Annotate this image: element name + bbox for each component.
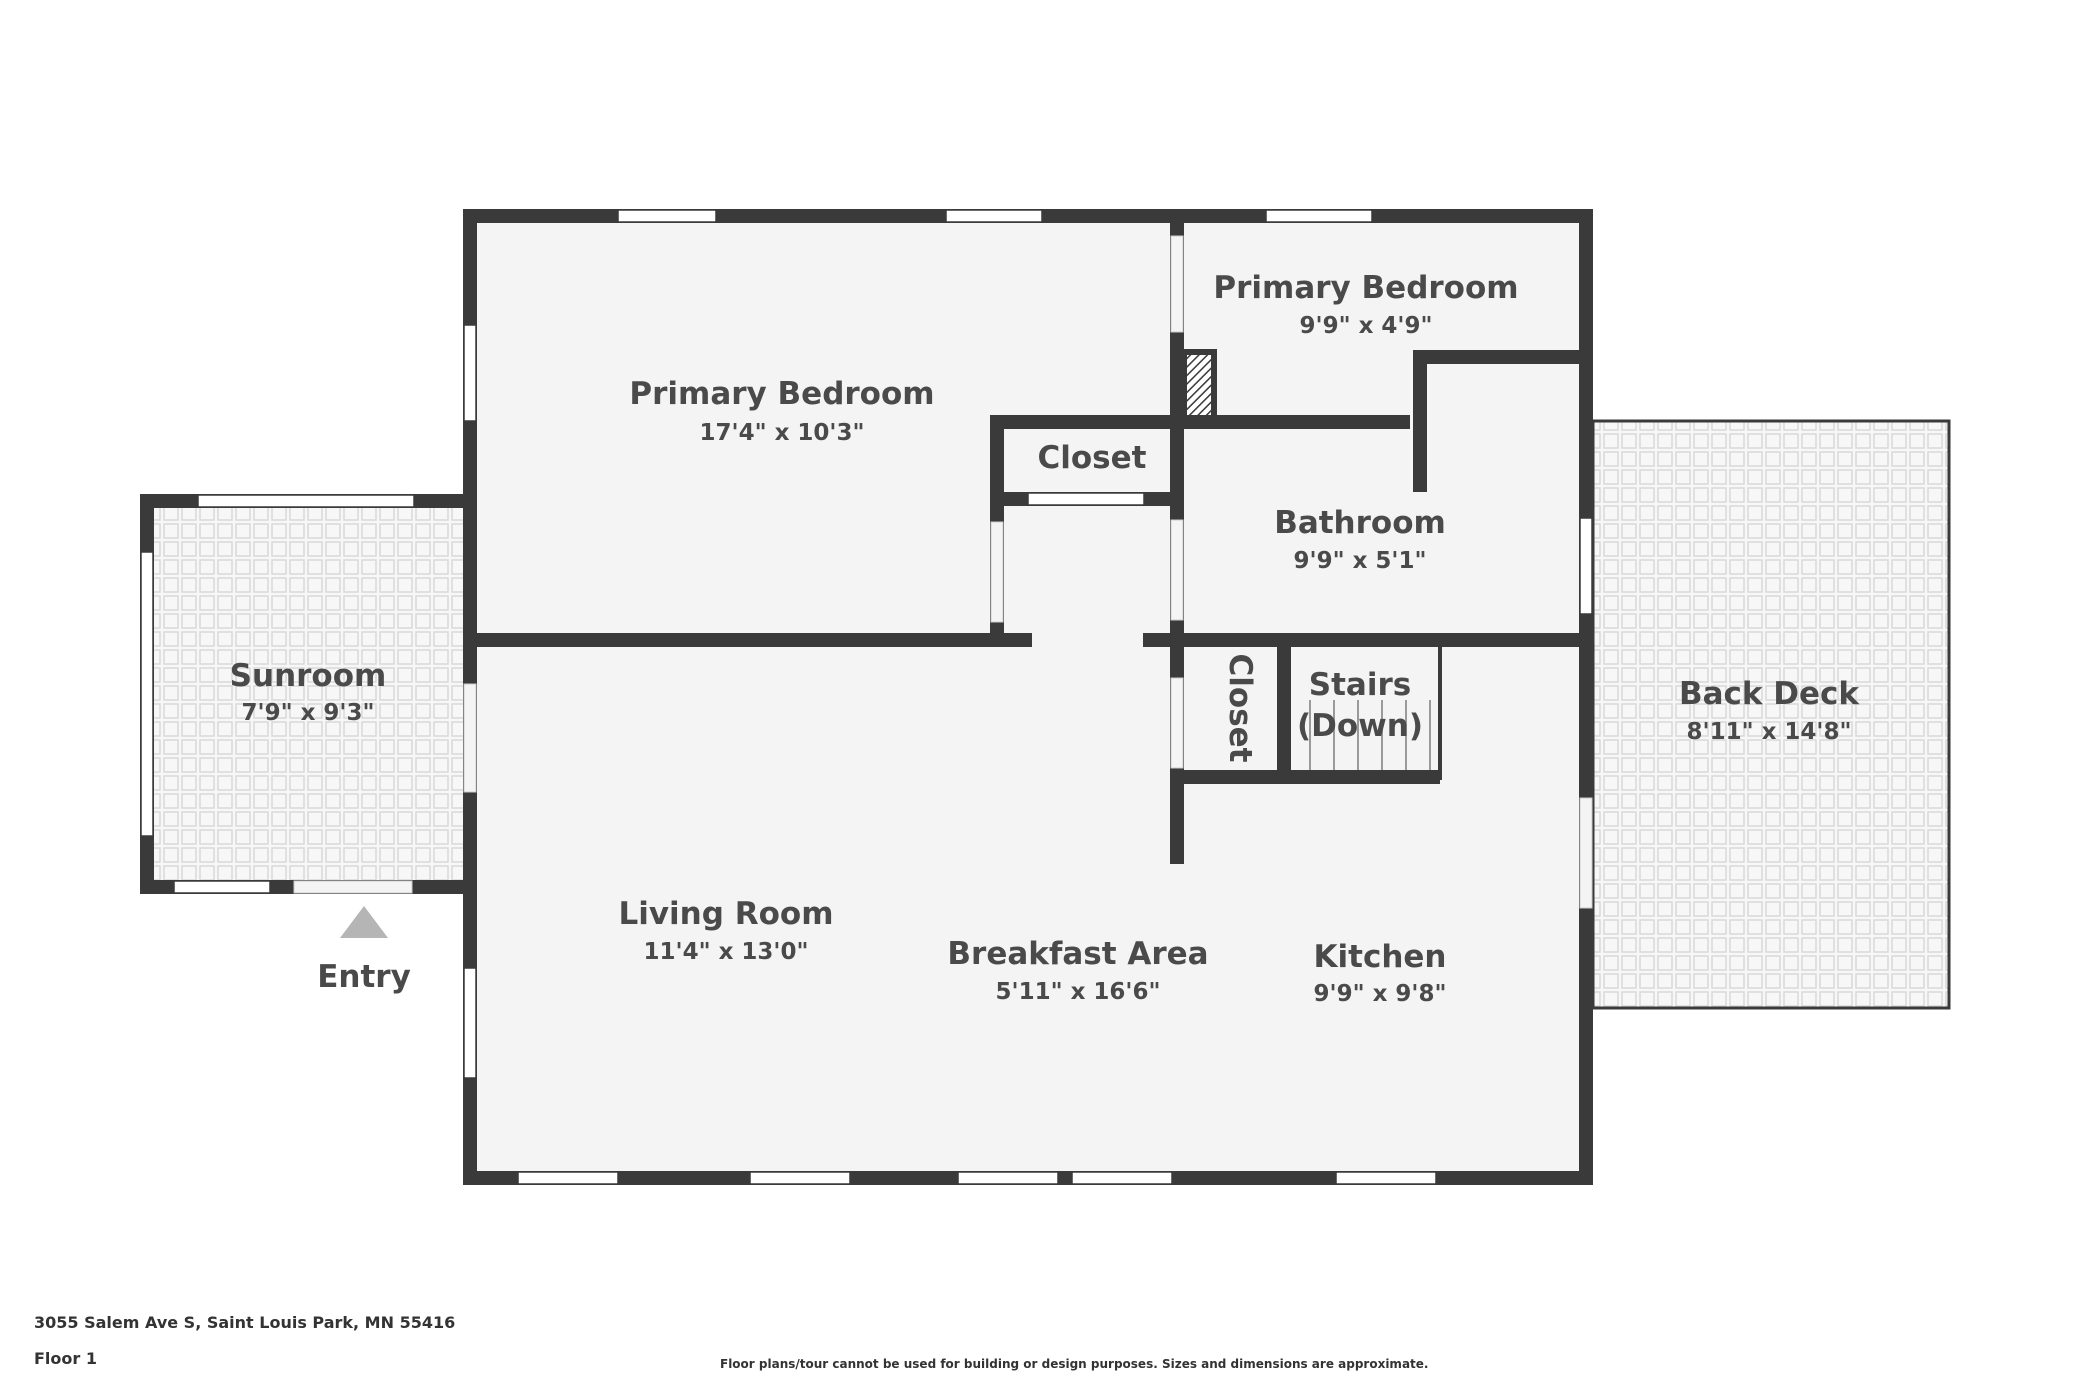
main-floor [470, 216, 1588, 1178]
room-label-back-deck: Back Deck [1679, 676, 1860, 712]
room-label-closet-upper: Closet [1038, 440, 1147, 476]
room-dims-primary-bedroom-main: 17'4" x 10'3" [700, 420, 865, 446]
room-dims-breakfast-area: 5'11" x 16'6" [996, 979, 1161, 1005]
entry-arrow-icon [340, 906, 388, 938]
disclaimer-text: Floor plans/tour cannot be used for buil… [720, 1357, 1429, 1371]
stairs-treads [1309, 700, 1431, 770]
windows [140, 209, 1593, 1185]
room-label-stairs-line2: (Down) [1297, 708, 1423, 744]
room-label-closet-side: Closet [1222, 654, 1258, 763]
room-dims-bathroom: 9'9" x 5'1" [1294, 548, 1427, 574]
chase [1181, 349, 1217, 421]
openings [293, 235, 1593, 909]
floor-label: Floor 1 [34, 1349, 97, 1368]
entry-label: Entry [317, 959, 411, 995]
room-dims-back-deck: 8'11" x 14'8" [1687, 719, 1852, 745]
back-deck-floor [1591, 419, 1951, 1010]
room-label-sunroom: Sunroom [230, 658, 387, 694]
room-dims-kitchen: 9'9" x 9'8" [1314, 981, 1447, 1007]
room-label-breakfast-area: Breakfast Area [947, 936, 1208, 972]
room-label-bathroom: Bathroom [1274, 505, 1446, 541]
room-label-primary-bedroom-small: Primary Bedroom [1213, 270, 1518, 306]
room-label-primary-bedroom-main: Primary Bedroom [629, 376, 934, 412]
room-dims-primary-bedroom-small: 9'9" x 4'9" [1300, 313, 1433, 339]
room-dims-sunroom: 7'9" x 9'3" [242, 700, 375, 726]
sunroom-floor [148, 502, 466, 886]
room-label-kitchen: Kitchen [1313, 939, 1446, 975]
room-label-living-room: Living Room [618, 896, 833, 932]
room-label-stairs-line1: Stairs [1309, 667, 1411, 703]
address-text: 3055 Salem Ave S, Saint Louis Park, MN 5… [34, 1313, 456, 1332]
room-dims-living-room: 11'4" x 13'0" [644, 939, 809, 965]
